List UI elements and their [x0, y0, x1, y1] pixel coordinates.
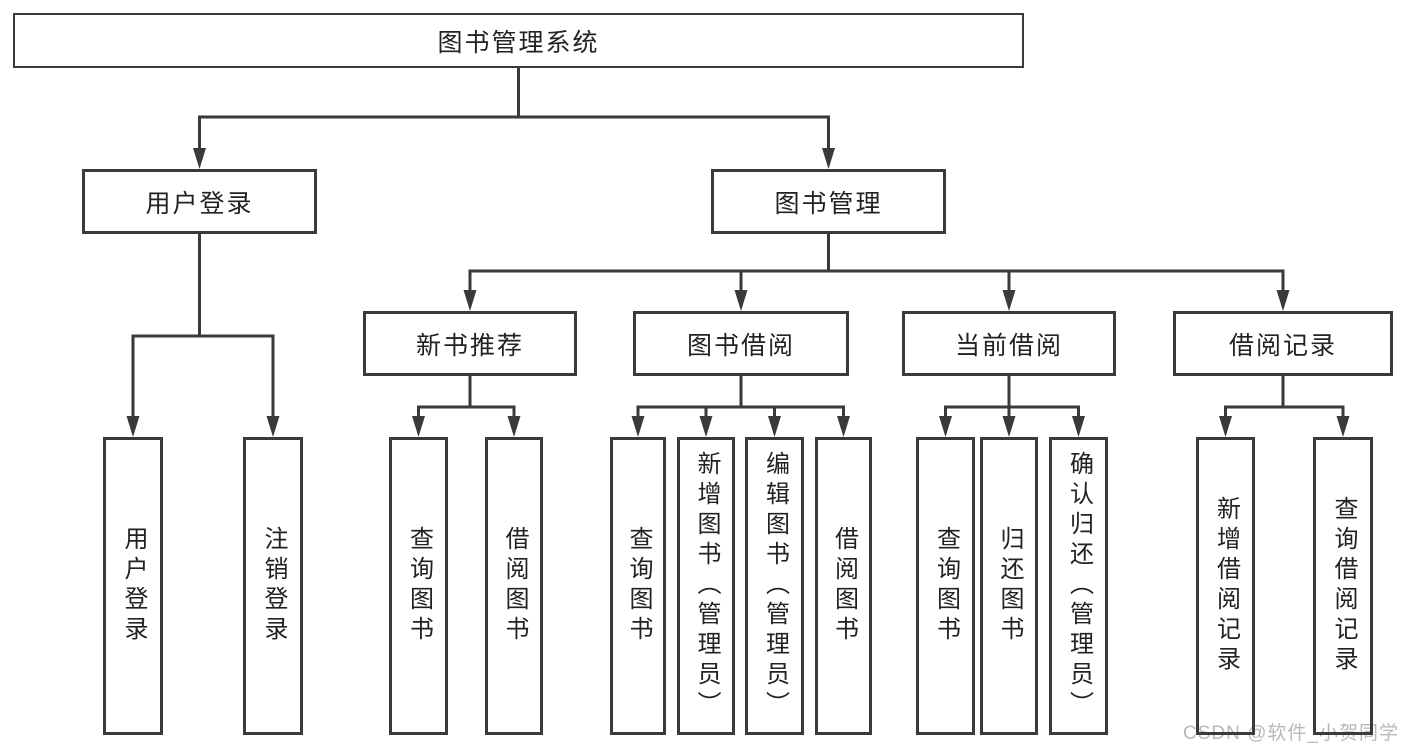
node-query-borrow-record: 查询借阅记录 [1313, 437, 1373, 735]
node-current-borrow: 当前借阅 [902, 311, 1116, 376]
node-borrow-books: 借阅图书 [815, 437, 872, 735]
node-query-books-borrow-label: 查询图书 [625, 526, 652, 646]
node-root-label: 图书管理系统 [437, 28, 600, 57]
node-root: 图书管理系统 [13, 13, 1024, 68]
node-query-books-recommend-label: 查询图书 [405, 526, 433, 646]
node-query-borrow-record-label: 查询借阅记录 [1330, 496, 1357, 676]
node-new-book-recommend-label: 新书推荐 [415, 331, 524, 360]
node-add-borrow-record-label: 新增借阅记录 [1212, 496, 1240, 676]
node-return-book-label: 归还图书 [996, 526, 1023, 646]
node-borrow-books-recommend: 借阅图书 [485, 437, 543, 735]
node-book-management-label: 图书管理 [774, 189, 883, 218]
node-book-management: 图书管理 [711, 169, 946, 234]
node-new-book-recommend: 新书推荐 [363, 311, 577, 376]
node-query-books-recommend: 查询图书 [389, 437, 448, 735]
node-query-books-current-label: 查询图书 [932, 526, 960, 646]
node-current-borrow-label: 当前借阅 [954, 331, 1063, 360]
node-add-book-admin-label: 新增图书（管理员） [693, 451, 720, 721]
node-user-login-leaf: 用户登录 [103, 437, 163, 735]
node-logout-label: 注销登录 [260, 526, 287, 646]
node-confirm-return-admin: 确认归还（管理员） [1049, 437, 1108, 735]
node-book-borrow-label: 图书借阅 [686, 331, 795, 360]
node-logout: 注销登录 [243, 437, 303, 735]
node-query-books-current: 查询图书 [916, 437, 975, 735]
node-user-login-label: 用户登录 [145, 189, 254, 218]
node-user-login: 用户登录 [82, 169, 317, 234]
node-edit-book-admin: 编辑图书（管理员） [745, 437, 804, 735]
node-borrow-records: 借阅记录 [1173, 311, 1393, 376]
node-add-book-admin: 新增图书（管理员） [677, 437, 735, 735]
node-borrow-books-label: 借阅图书 [830, 526, 858, 646]
node-borrow-records-label: 借阅记录 [1228, 331, 1337, 360]
node-user-login-leaf-label: 用户登录 [120, 526, 147, 646]
node-return-book: 归还图书 [980, 437, 1038, 735]
node-borrow-books-recommend-label: 借阅图书 [501, 526, 528, 646]
node-add-borrow-record: 新增借阅记录 [1196, 437, 1255, 735]
node-query-books-borrow: 查询图书 [610, 437, 666, 735]
node-book-borrow: 图书借阅 [633, 311, 849, 376]
node-confirm-return-admin-label: 确认归还（管理员） [1065, 451, 1093, 721]
watermark: CSDN @软件_小贺同学 [1183, 723, 1399, 744]
node-edit-book-admin-label: 编辑图书（管理员） [761, 451, 789, 721]
